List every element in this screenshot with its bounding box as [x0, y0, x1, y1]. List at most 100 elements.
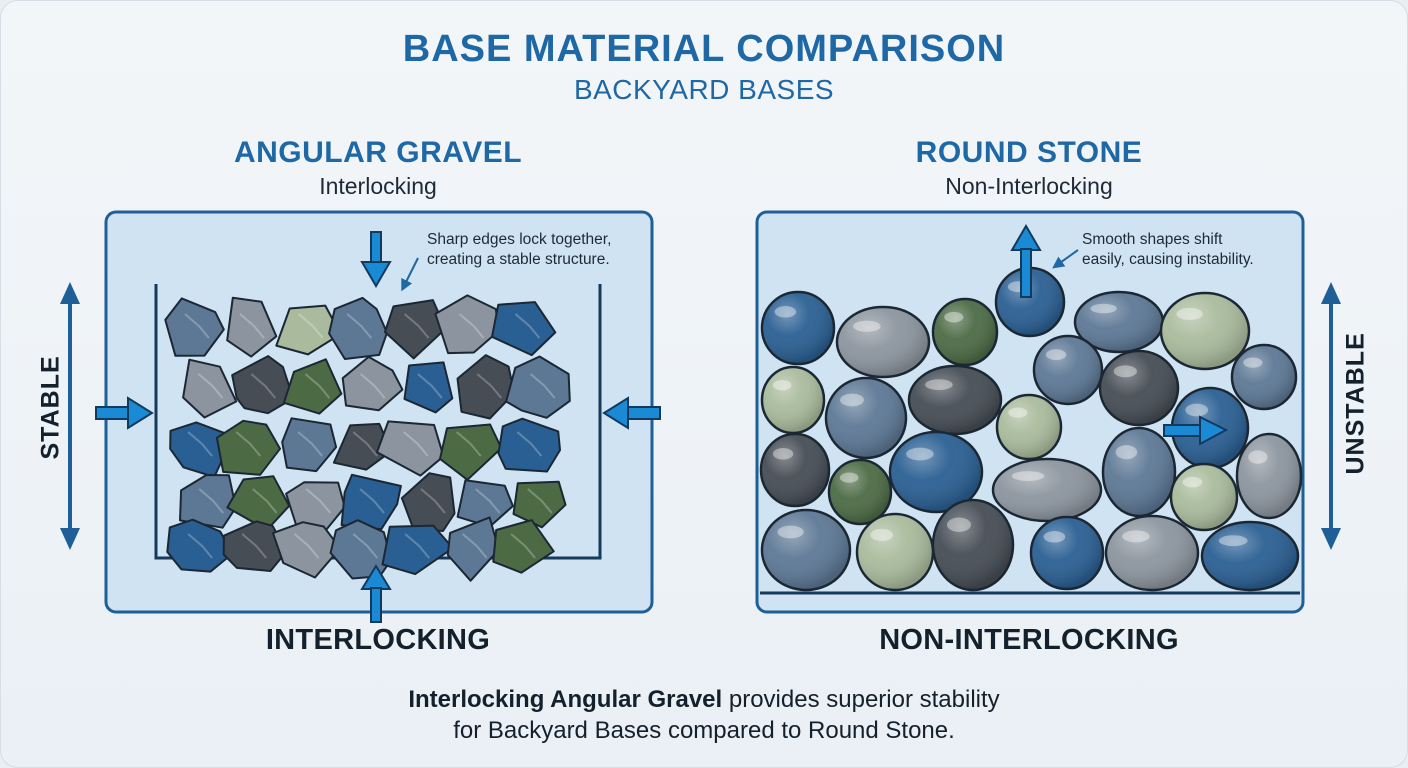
stone-shine — [763, 293, 833, 363]
angular-stone — [434, 294, 500, 355]
angular-stone — [381, 524, 454, 576]
angular-annotation-line1: Sharp edges lock together, — [427, 231, 612, 248]
angular-stone — [226, 296, 278, 358]
angular-gravel-title: ANGULAR GRAVEL — [233, 136, 523, 169]
angular-stone — [281, 417, 338, 473]
stone-shine — [858, 515, 932, 589]
stone-shine — [1203, 523, 1297, 589]
stone-facet — [187, 431, 213, 457]
stone-facet — [359, 488, 385, 514]
arrow-left-icon — [602, 396, 661, 430]
stone-shine — [1101, 352, 1177, 424]
angular-stone — [400, 472, 456, 532]
page-subtitle: BACKYARD BASES — [573, 74, 835, 105]
angular-stone — [446, 516, 500, 582]
angular-stone — [456, 479, 514, 528]
annotation-pointer — [1052, 249, 1079, 269]
round-stone-subtitle: Non-Interlocking — [945, 173, 1113, 199]
stone-highlight — [1090, 303, 1117, 314]
angular-stone — [215, 419, 281, 476]
stone-highlight — [772, 448, 794, 460]
stone-facet — [403, 431, 429, 457]
stone-shine — [1107, 517, 1197, 589]
stone-highlight — [839, 472, 859, 483]
angular-stone — [222, 520, 288, 572]
caption: Interlocking Angular Gravel provides sup… — [0, 684, 1408, 746]
double-arrow-vertical-icon — [60, 282, 80, 550]
stone-shine — [1076, 293, 1162, 351]
angular-stone — [166, 518, 234, 573]
stone-highlight — [1176, 307, 1203, 320]
stone-facet — [360, 373, 386, 399]
stone-highlight — [772, 379, 792, 391]
stone-facet — [305, 488, 332, 514]
stone-highlight — [774, 306, 797, 318]
stone-shine — [838, 308, 928, 376]
stone-highlight — [906, 447, 934, 461]
non-interlocking-label: NON-INTERLOCKING — [879, 624, 1179, 656]
angular-stone — [328, 296, 388, 360]
round-annotation-line1: Smooth shapes shift — [1082, 231, 1223, 248]
stone-shine — [1035, 337, 1101, 403]
stone-facet — [458, 313, 485, 339]
angular-stone — [456, 354, 516, 420]
angular-stone — [497, 417, 561, 473]
stone-facet — [403, 313, 430, 339]
angular-stone — [491, 301, 557, 357]
stone-highlight — [947, 517, 971, 532]
stone-shine — [763, 368, 823, 432]
arrow-right-icon — [95, 396, 154, 430]
angular-stone — [341, 355, 404, 412]
interlocking-label: INTERLOCKING — [265, 624, 491, 656]
angular-stone — [492, 519, 555, 574]
angular-stone — [275, 304, 342, 356]
annotation-pointer — [401, 257, 419, 292]
stone-facet — [420, 488, 446, 514]
angular-stone — [505, 355, 571, 419]
stone-highlight — [1248, 450, 1268, 464]
stone-facet — [297, 313, 324, 339]
stone-highlight — [1011, 471, 1045, 482]
stone-shine — [910, 367, 1000, 433]
stone-facet — [297, 431, 323, 457]
stone-highlight — [1185, 403, 1209, 417]
stone-facet — [527, 488, 553, 514]
stone-facet — [198, 488, 224, 514]
arrow-up-icon — [1010, 224, 1042, 298]
stone-highlight — [853, 320, 881, 332]
stone-shine — [827, 379, 905, 457]
angular-stone — [332, 422, 393, 471]
angular-gravel-subtitle: Interlocking — [319, 173, 437, 199]
stone-facet — [250, 373, 277, 399]
stone-facet — [475, 488, 501, 514]
stone-facet — [293, 533, 320, 559]
unstable-label: UNSTABLE — [1341, 332, 1370, 475]
angular-stone — [340, 473, 402, 531]
angular-annotation: Sharp edges lock together, creating a st… — [427, 230, 611, 270]
page-title: BASE MATERIAL COMPARISON — [402, 28, 1006, 70]
stone-facet — [476, 373, 503, 399]
arrow-right-icon — [1163, 415, 1229, 446]
angular-stone — [403, 361, 454, 414]
stone-shine — [934, 300, 996, 364]
caption-bold: Interlocking Angular Gravel — [408, 686, 723, 713]
stone-shine — [1104, 429, 1174, 515]
stone-highlight — [1243, 357, 1263, 368]
stone-shine — [997, 269, 1063, 335]
round-stones — [759, 266, 1303, 592]
stone-shine — [1032, 518, 1102, 588]
stone-highlight — [1115, 445, 1138, 460]
stone-shine — [830, 461, 890, 523]
stone-highlight — [1113, 365, 1138, 378]
stone-shine — [1238, 435, 1300, 517]
stone-facet — [346, 313, 372, 339]
stone-facet — [197, 373, 224, 399]
double-arrow-vertical-icon — [1321, 282, 1341, 550]
stone-facet — [252, 488, 278, 514]
angular-stone — [231, 355, 295, 415]
angular-stone — [282, 358, 343, 415]
stone-highlight — [1218, 535, 1248, 547]
stable-label: STABLE — [36, 355, 65, 460]
stone-shine — [934, 501, 1012, 589]
